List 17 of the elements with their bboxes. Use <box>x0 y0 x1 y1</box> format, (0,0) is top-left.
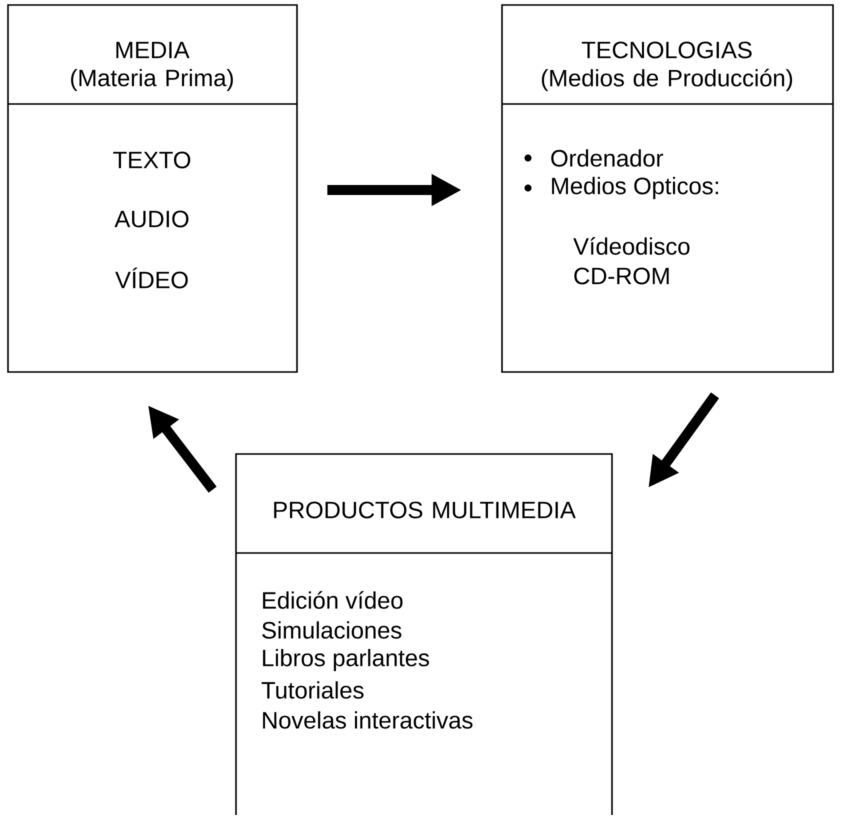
heading: (Materia Prima) <box>71 68 233 92</box>
list-item: Novelas interactivas <box>263 711 472 729</box>
list-item: Vídeodisco <box>573 237 690 255</box>
list-item: Simulaciones <box>262 621 402 639</box>
list-item: TEXTO <box>113 152 190 168</box>
heading: TECNOLOGIAS <box>582 42 752 58</box>
list-item: Ordenador <box>551 149 664 167</box>
heading: (Medios de Producción) <box>542 68 792 92</box>
heading: PRODUCTOS MULTIMEDIA <box>274 502 576 518</box>
list-item: AUDIO <box>114 210 188 228</box>
list-item: VÍDEO <box>115 268 188 288</box>
list-item: Medios Opticos: <box>552 176 718 200</box>
heading: MEDIA <box>116 42 190 58</box>
list-item: Edición vídeo <box>263 591 403 609</box>
list-item: CD-ROM <box>574 268 669 284</box>
list-item: Libros parlantes <box>263 648 429 672</box>
list-item: Tutoriales <box>262 681 364 699</box>
